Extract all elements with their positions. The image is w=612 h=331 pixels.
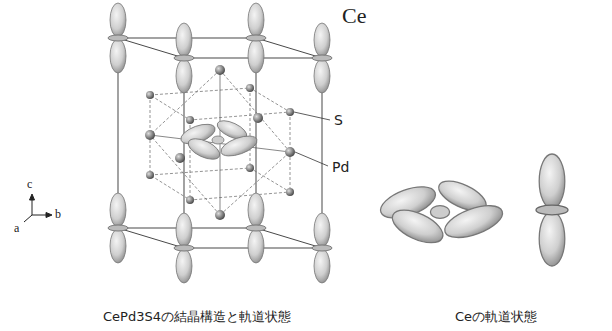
axis-label: b [55,208,61,221]
caption-text: CePd3S4の結晶構造と軌道状態 [103,310,291,324]
caption-text: Ceの軌道状態 [455,310,537,324]
axis-label: c [27,178,32,191]
atom-label: S [334,113,343,128]
atom-label: Ce [342,4,366,28]
atom-label: Pd [332,160,349,175]
axis-label: a [14,222,19,235]
